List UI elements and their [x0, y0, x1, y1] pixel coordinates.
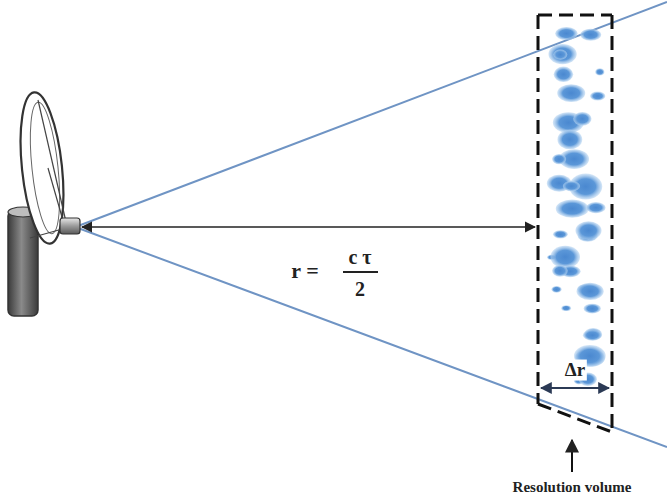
droplet — [552, 154, 566, 164]
droplet — [552, 265, 568, 277]
fraction-numerator: c τ — [348, 246, 371, 268]
range-label: r = — [291, 259, 318, 283]
droplet — [577, 283, 604, 300]
droplet — [557, 84, 585, 102]
radar-pedestal — [8, 210, 38, 316]
droplet — [583, 330, 602, 341]
droplet — [550, 246, 580, 269]
beam-edge — [78, 2, 667, 226]
droplet — [551, 286, 561, 293]
fraction-bar — [343, 271, 378, 273]
droplet — [584, 304, 601, 314]
droplet — [590, 92, 605, 101]
droplet — [548, 44, 576, 64]
droplet — [586, 202, 605, 213]
droplet — [573, 112, 591, 126]
range-arrow — [82, 226, 535, 228]
fraction-denominator: 2 — [355, 278, 365, 300]
droplet — [561, 305, 571, 311]
delta-r-label: Δr — [563, 360, 587, 381]
droplet — [553, 50, 567, 60]
droplet — [575, 221, 601, 240]
resolution-volume-outline — [538, 15, 612, 432]
droplet — [595, 68, 604, 75]
beam-edge — [78, 228, 667, 447]
hydrometeors — [547, 27, 606, 386]
droplet — [553, 230, 568, 238]
droplet — [557, 130, 582, 150]
droplet — [555, 27, 578, 40]
droplet — [580, 29, 601, 41]
delta-r-arrow — [541, 387, 609, 389]
droplet — [556, 200, 589, 218]
droplet — [563, 181, 580, 191]
droplet — [554, 67, 574, 82]
feed-horn — [60, 218, 80, 234]
callout-label: Resolution volume — [513, 479, 632, 496]
callout-arrow — [571, 440, 573, 472]
